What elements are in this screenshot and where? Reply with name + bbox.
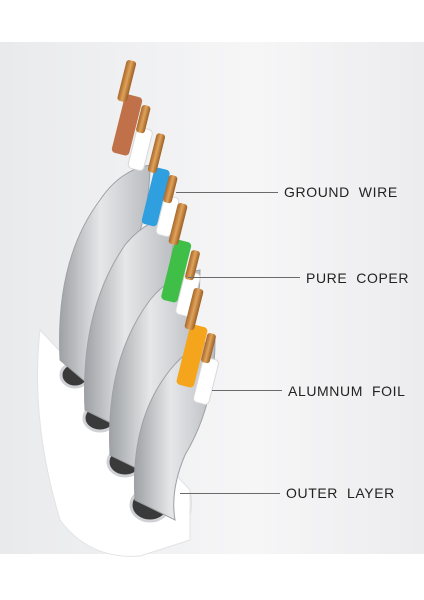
copper-strand	[185, 250, 200, 281]
insulation-orange	[176, 324, 208, 388]
copper-strand	[184, 288, 204, 330]
leader-line-ground-wire	[176, 192, 278, 193]
label-outer-layer: OUTER LAYER	[286, 485, 395, 501]
insulation-white	[193, 357, 219, 405]
copper-strand	[201, 333, 216, 364]
label-ground-wire: GROUND WIRE	[284, 184, 398, 200]
leader-line-pure-coper	[188, 277, 300, 278]
insulation-green	[161, 239, 192, 303]
leader-line-alumnum-foil	[212, 390, 282, 391]
copper-strand	[168, 203, 188, 245]
leader-line-outer-layer	[180, 493, 280, 494]
label-alumnum-foil: ALUMNUM FOIL	[288, 383, 406, 399]
insulation-brown	[111, 94, 143, 156]
copper-strand	[117, 60, 137, 102]
label-pure-coper: PURE COPER	[306, 270, 410, 286]
copper-strand	[147, 133, 166, 173]
insulation-blue	[141, 167, 170, 227]
copper-strand	[163, 175, 178, 204]
copper-strand	[136, 105, 151, 134]
